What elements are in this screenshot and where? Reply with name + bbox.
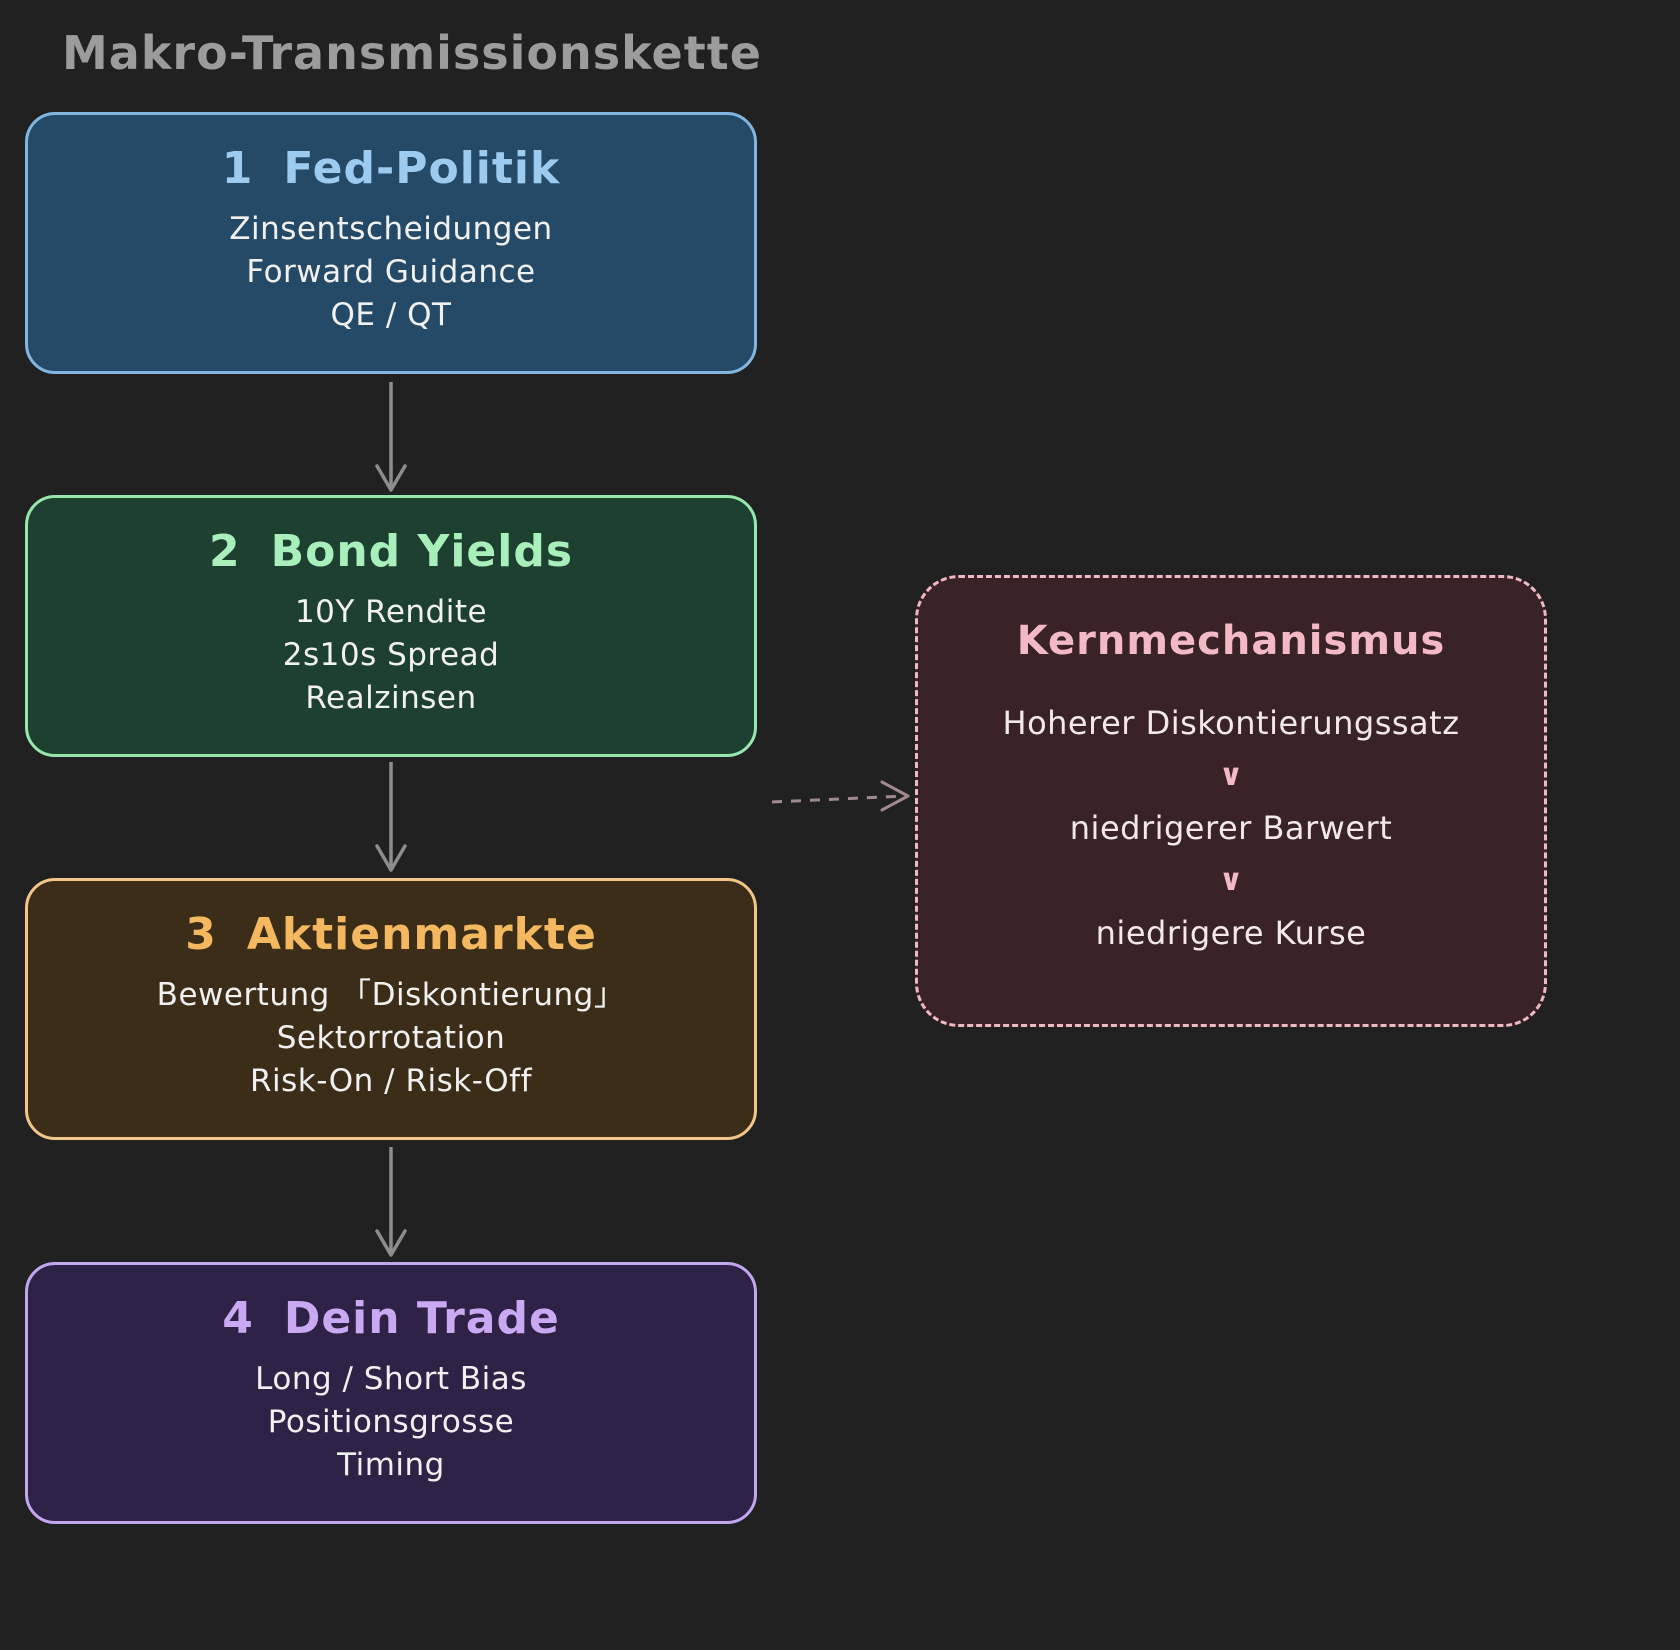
node-dein-trade: 4 Dein Trade Long / Short Bias Positions… (25, 1262, 757, 1524)
node-label: Dein Trade (283, 1293, 560, 1344)
node-bond-yields: 2 Bond Yields 10Y Rendite 2s10s Spread R… (25, 495, 757, 757)
side-note-kernmechanismus: Kernmechanismus Hoherer Diskontierungssa… (915, 575, 1547, 1027)
node-title: 3 Aktienmarkte (185, 909, 597, 960)
node-title: 4 Dein Trade (222, 1293, 560, 1344)
node-line: Positionsgrosse (267, 1404, 515, 1441)
node-line: Realzinsen (305, 680, 477, 717)
node-line: Risk-On / Risk-Off (249, 1063, 533, 1100)
node-label: Fed-Politik (283, 143, 561, 194)
node-body: Zinsentscheidungen Forward Guidance QE /… (229, 212, 552, 332)
node-number: 3 (185, 909, 217, 960)
node-line: Zinsentscheidungen (229, 211, 553, 247)
node-body: Bewertung 「Diskontierung」 Sektorrotation… (157, 978, 626, 1098)
chevron-down-icon: ∨ (1218, 863, 1244, 898)
diagram-title: Makro-Transmissionskette (62, 26, 762, 80)
node-aktienmaerkte: 3 Aktienmarkte Bewertung 「Diskontierung」… (25, 878, 757, 1140)
side-note-line: Hoherer Diskontierungssatz (1002, 704, 1460, 742)
node-line: QE / QT (330, 297, 452, 334)
node-line: 2s10s Spread (282, 637, 500, 674)
node-line: Bewertung 「Diskontierung」 (156, 977, 626, 1013)
node-number: 2 (208, 526, 241, 577)
node-body: Long / Short Bias Positionsgrosse Timing (255, 1362, 527, 1482)
node-line: Sektorrotation (276, 1020, 506, 1057)
side-note-line: niedrigere Kurse (1095, 914, 1367, 952)
node-number: 4 (222, 1293, 254, 1344)
node-fed-politik: 1 Fed-Politik Zinsentscheidungen Forward… (25, 112, 757, 374)
node-title: 1 Fed-Politik (222, 143, 561, 194)
arrow-3-to-4 (375, 1147, 407, 1257)
node-number: 1 (221, 143, 254, 194)
node-line: Long / Short Bias (255, 1361, 527, 1397)
arrow-1-to-2 (375, 382, 407, 492)
node-line: 10Y Rendite (294, 594, 488, 630)
node-body: 10Y Rendite 2s10s Spread Realzinsen (283, 595, 500, 715)
side-note-title: Kernmechanismus (1016, 618, 1446, 664)
node-line: Timing (337, 1447, 445, 1484)
node-label: Bond Yields (270, 526, 574, 577)
node-title: 2 Bond Yields (209, 526, 573, 577)
chevron-down-icon: ∨ (1218, 758, 1244, 793)
side-note-line: niedrigerer Barwert (1069, 809, 1393, 847)
node-line: Forward Guidance (246, 254, 536, 291)
arrow-to-kernmechanismus (771, 780, 910, 812)
arrow-2-to-3 (375, 762, 407, 872)
node-label: Aktienmarkte (246, 909, 597, 960)
